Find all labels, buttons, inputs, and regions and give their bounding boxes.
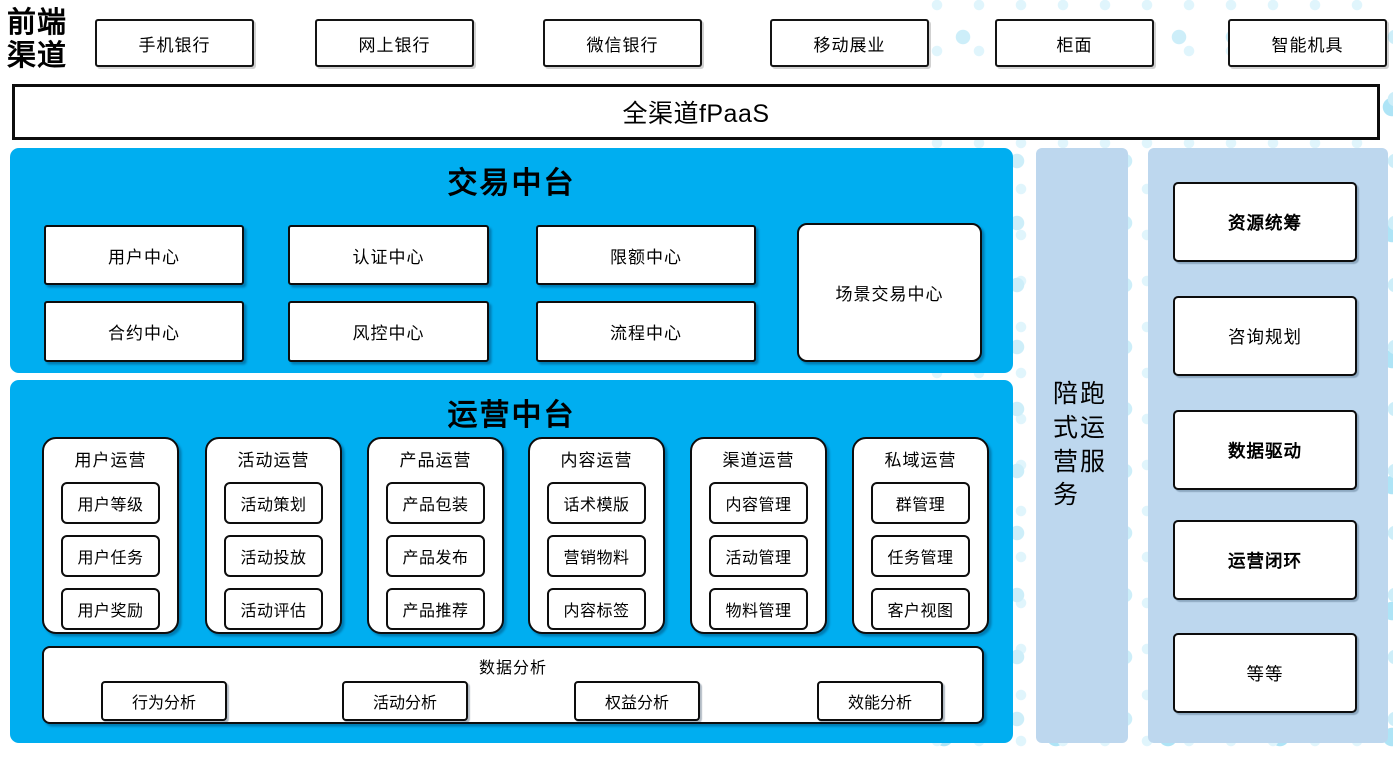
data-analysis-box: 数据分析 行为分析 活动分析 权益分析 效能分析 bbox=[42, 646, 984, 724]
ops-column-channel: 渠道运营 内容管理 活动管理 物料管理 bbox=[690, 437, 827, 634]
service-box-data-driven: 数据驱动 bbox=[1173, 410, 1357, 490]
trade-platform-title: 交易中台 bbox=[447, 167, 576, 200]
ops-item: 群管理 bbox=[871, 482, 970, 524]
channel-box-mobile-sales: 移动展业 bbox=[770, 19, 929, 67]
ops-item: 物料管理 bbox=[709, 588, 808, 630]
service-panel: 资源统筹 咨询规划 数据驱动 运营闭环 等等 bbox=[1148, 148, 1388, 743]
ops-item: 活动管理 bbox=[709, 535, 808, 577]
ops-column-header: 渠道运营 bbox=[722, 451, 795, 470]
trade-box-limit-center: 限额中心 bbox=[536, 225, 756, 285]
operations-platform-title: 运营中台 bbox=[447, 399, 576, 432]
ops-item: 活动策划 bbox=[224, 482, 323, 524]
companion-service-strip: 陪跑式运营服务 bbox=[1036, 148, 1128, 743]
ops-column-header: 内容运营 bbox=[560, 451, 633, 470]
ops-item: 产品推荐 bbox=[386, 588, 485, 630]
analysis-item-efficiency: 效能分析 bbox=[817, 681, 943, 721]
channel-box-mobile-banking: 手机银行 bbox=[95, 19, 254, 67]
service-box-resource: 资源统筹 bbox=[1173, 182, 1357, 262]
ops-item: 任务管理 bbox=[871, 535, 970, 577]
ops-column-header: 活动运营 bbox=[237, 451, 310, 470]
ops-column-private-domain: 私域运营 群管理 任务管理 客户视图 bbox=[852, 437, 989, 634]
ops-item: 用户奖励 bbox=[61, 588, 160, 630]
ops-column-header: 用户运营 bbox=[74, 451, 147, 470]
channel-box-smart-machine: 智能机具 bbox=[1228, 19, 1387, 67]
trade-box-process-center: 流程中心 bbox=[536, 301, 756, 362]
ops-item: 内容管理 bbox=[709, 482, 808, 524]
trade-box-user-center: 用户中心 bbox=[44, 225, 244, 285]
trade-box-scenario-trade-center: 场景交易中心 bbox=[797, 223, 982, 362]
trade-box-risk-center: 风控中心 bbox=[288, 301, 489, 362]
service-box-etc: 等等 bbox=[1173, 633, 1357, 713]
channel-box-wechat-banking: 微信银行 bbox=[543, 19, 702, 67]
ops-item: 用户任务 bbox=[61, 535, 160, 577]
ops-item: 客户视图 bbox=[871, 588, 970, 630]
ops-column-product: 产品运营 产品包装 产品发布 产品推荐 bbox=[367, 437, 504, 634]
ops-column-activity: 活动运营 活动策划 活动投放 活动评估 bbox=[205, 437, 342, 634]
ops-item: 话术模版 bbox=[547, 482, 646, 524]
ops-item: 活动评估 bbox=[224, 588, 323, 630]
ops-item: 产品包装 bbox=[386, 482, 485, 524]
operations-platform-panel: 运营中台 用户运营 用户等级 用户任务 用户奖励 活动运营 活动策划 活动投放 … bbox=[10, 380, 1013, 743]
trade-platform-panel: 交易中台 用户中心 认证中心 限额中心 合约中心 风控中心 流程中心 场景交易中… bbox=[10, 148, 1013, 373]
trade-box-contract-center: 合约中心 bbox=[44, 301, 244, 362]
ops-column-user: 用户运营 用户等级 用户任务 用户奖励 bbox=[42, 437, 179, 634]
service-box-closed-loop: 运营闭环 bbox=[1173, 520, 1357, 600]
trade-box-auth-center: 认证中心 bbox=[288, 225, 489, 285]
channel-box-online-banking: 网上银行 bbox=[315, 19, 474, 67]
analysis-item-behavior: 行为分析 bbox=[101, 681, 227, 721]
channel-box-counter: 柜面 bbox=[995, 19, 1154, 67]
ops-column-header: 私域运营 bbox=[884, 451, 957, 470]
ops-item: 用户等级 bbox=[61, 482, 160, 524]
fpaas-bar: 全渠道fPaaS bbox=[12, 84, 1380, 140]
ops-item: 产品发布 bbox=[386, 535, 485, 577]
ops-item: 活动投放 bbox=[224, 535, 323, 577]
ops-column-content: 内容运营 话术模版 营销物料 内容标签 bbox=[528, 437, 665, 634]
analysis-item-activity: 活动分析 bbox=[342, 681, 468, 721]
companion-service-label: 陪跑式运营服务 bbox=[1053, 380, 1108, 510]
service-box-consulting: 咨询规划 bbox=[1173, 296, 1357, 376]
data-analysis-title: 数据分析 bbox=[478, 660, 547, 677]
frontend-channels-label: 前端渠道 bbox=[7, 5, 68, 72]
ops-item: 营销物料 bbox=[547, 535, 646, 577]
ops-item: 内容标签 bbox=[547, 588, 646, 630]
analysis-item-rights: 权益分析 bbox=[574, 681, 700, 721]
ops-column-header: 产品运营 bbox=[399, 451, 472, 470]
